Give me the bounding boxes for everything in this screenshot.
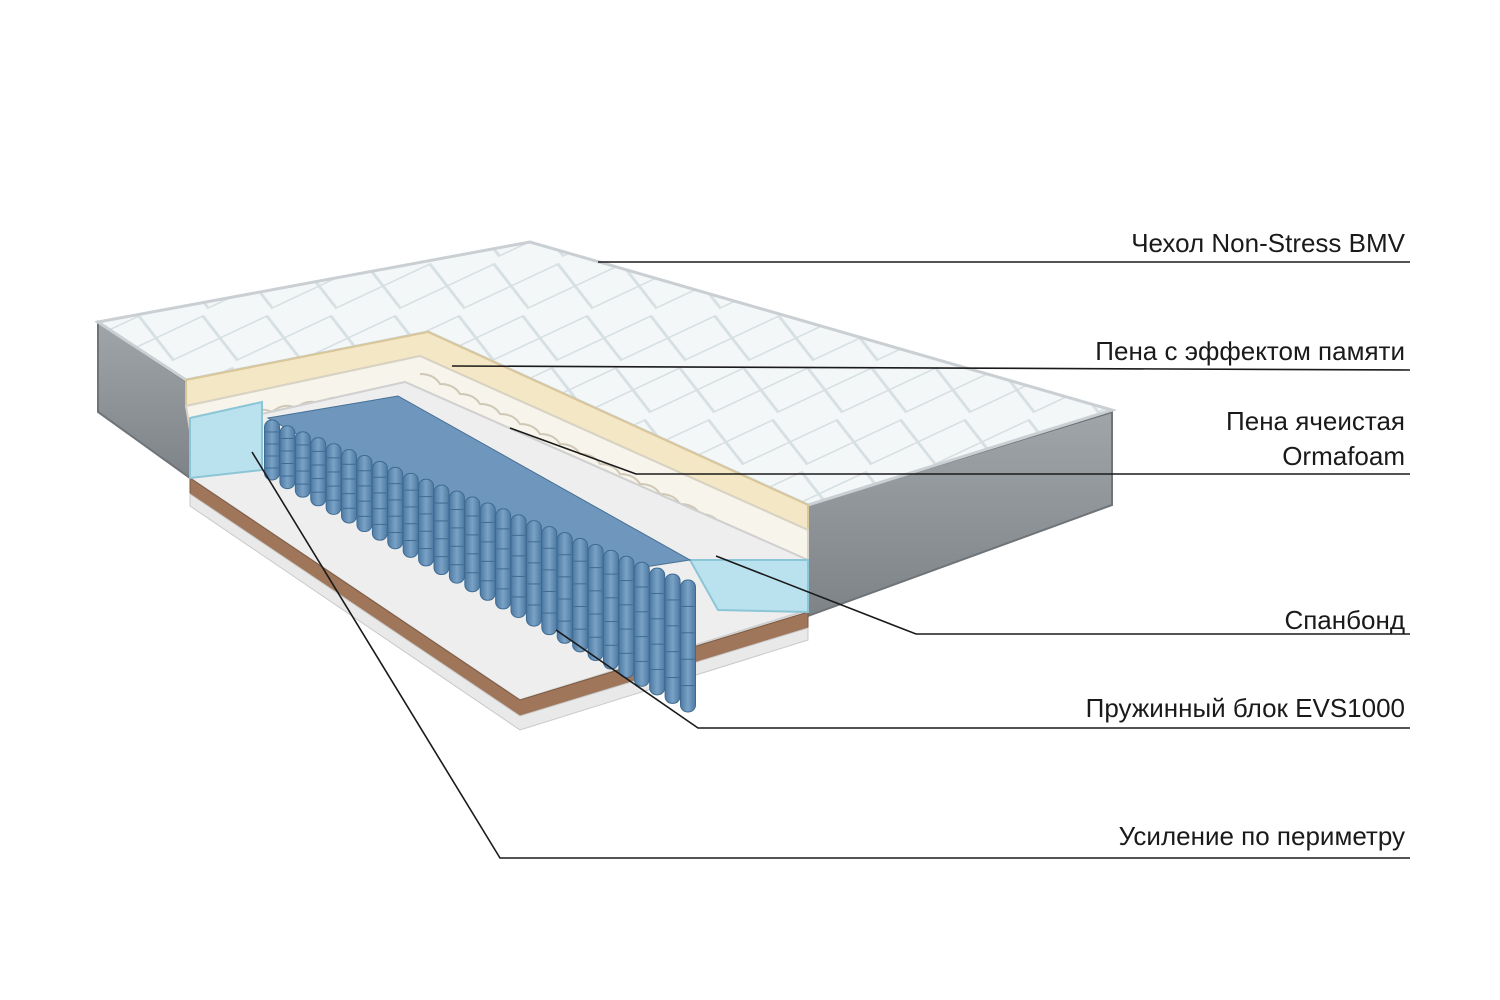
spring-pocket <box>341 449 358 524</box>
leader-line-cellular <box>509 427 1410 475</box>
spring-pocket <box>356 455 373 533</box>
spring-pocket <box>264 419 280 481</box>
label-memory-foam: Пена с эффектом памяти <box>1095 336 1405 366</box>
spring-pocket <box>618 555 635 679</box>
spring-pocket <box>649 567 666 696</box>
spring-pocket <box>572 538 589 653</box>
spring-pocket <box>602 549 619 670</box>
label-cellular-foam-line1: Пена ячеистая <box>1226 406 1405 436</box>
spring-pocket <box>371 460 388 541</box>
spring-pocket <box>633 561 650 687</box>
spring-pocket <box>325 443 342 515</box>
spring-pocket <box>525 520 542 627</box>
label-perimeter: Усиление по периметру <box>1118 821 1405 851</box>
spring-pocket <box>587 543 604 661</box>
spring-pocket <box>495 508 512 610</box>
leader-line-perimeter <box>251 451 1410 859</box>
spring-pocket <box>433 484 450 576</box>
spring-pocket <box>664 573 681 704</box>
spring-pocket <box>479 502 496 601</box>
leader-line-spring <box>555 629 1410 729</box>
spring-pocket <box>279 425 296 490</box>
label-spring-block: Пружинный блок EVS1000 <box>1085 693 1405 723</box>
label-spunbond: Спанбонд <box>1284 605 1405 635</box>
spring-pocket <box>418 478 435 567</box>
spring-pocket <box>294 431 311 498</box>
spring-pocket <box>680 579 696 713</box>
leader-lines <box>251 261 1411 859</box>
spring-pocket <box>448 490 465 584</box>
leader-line-spunbond <box>715 555 1410 635</box>
spring-pocket <box>541 526 558 636</box>
spring-pocket <box>310 437 327 507</box>
leader-line-memory <box>451 365 1411 371</box>
spring-pocket <box>556 532 573 644</box>
bottom-foam-waves <box>189 493 809 731</box>
spring-block <box>264 395 696 713</box>
spring-pocket <box>510 514 527 618</box>
label-cellular-foam-line2: Ormafoam <box>1282 441 1405 471</box>
spring-pocket <box>464 496 481 593</box>
perimeter-block-left <box>189 400 263 480</box>
perimeter-block-right <box>688 559 809 614</box>
spring-pocket <box>387 466 404 550</box>
spring-pocket <box>402 472 419 558</box>
label-cover: Чехол Non-Stress BMV <box>1131 228 1405 258</box>
